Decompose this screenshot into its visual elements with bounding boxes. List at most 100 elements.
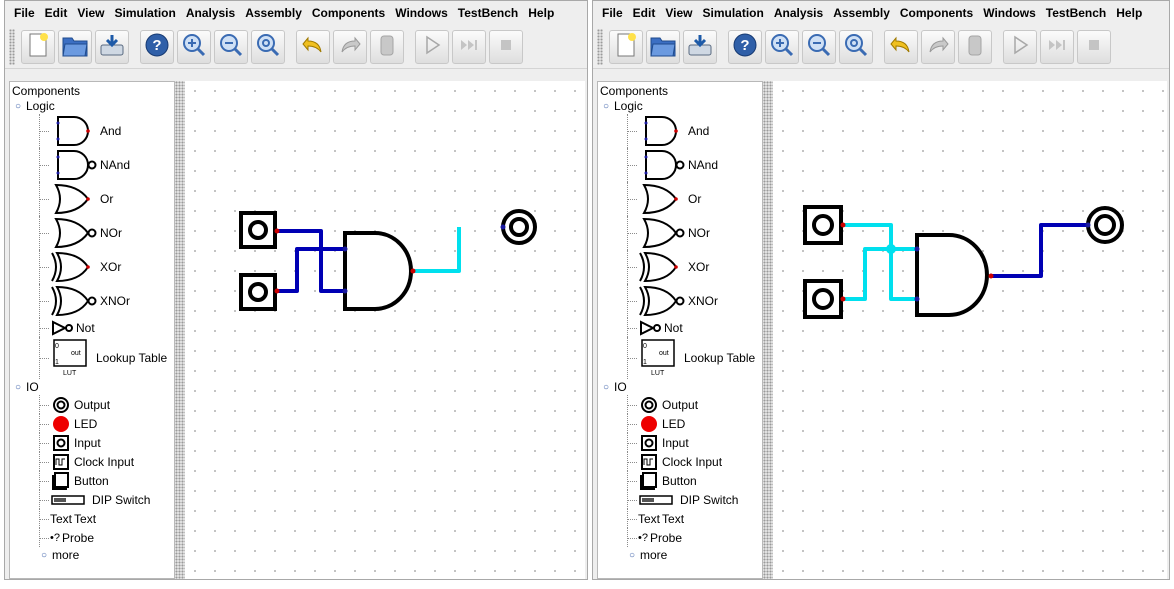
tree-item-nor[interactable]: NOr (598, 216, 762, 250)
output-terminal[interactable] (1085, 206, 1124, 244)
tree-item-xor[interactable]: XOr (598, 250, 762, 284)
collapse-toggle-icon[interactable]: ○ (602, 381, 610, 393)
tree-item-clock-input[interactable]: Clock Input (10, 452, 174, 471)
menu-assembly[interactable]: Assembly (245, 6, 302, 20)
and-gate[interactable] (342, 231, 416, 311)
collapse-toggle-icon[interactable]: ○ (14, 100, 22, 112)
zoom-in-button[interactable] (765, 29, 799, 64)
tree-category-more[interactable]: ○more (10, 547, 174, 563)
open-folder-button[interactable] (646, 29, 680, 64)
tree-item-clock-input[interactable]: Clock Input (598, 452, 762, 471)
collapse-toggle-icon[interactable]: ○ (602, 100, 610, 112)
open-folder-button[interactable] (58, 29, 92, 64)
tree-item-output[interactable]: Output (10, 395, 174, 414)
menu-simulation[interactable]: Simulation (702, 6, 764, 20)
tree-item-not[interactable]: Not (598, 318, 762, 337)
expand-toggle-icon[interactable]: ○ (628, 549, 636, 561)
tree-item-button[interactable]: Button (598, 471, 762, 490)
input-switch-bottom[interactable] (803, 279, 846, 319)
collapse-toggle-icon[interactable]: ○ (14, 381, 22, 393)
menu-help[interactable]: Help (1116, 6, 1143, 20)
zoom-out-button[interactable] (214, 29, 248, 64)
save-button[interactable] (95, 29, 129, 64)
run-button[interactable] (415, 29, 449, 64)
zoom-in-button[interactable] (177, 29, 211, 64)
wire-input-bottom-to-gate[interactable] (843, 247, 915, 301)
tree-category-logic[interactable]: ○Logic (10, 98, 174, 114)
expand-toggle-icon[interactable]: ○ (40, 549, 48, 561)
new-file-button[interactable] (609, 29, 643, 64)
zoom-fit-button[interactable] (839, 29, 873, 64)
split-pane-divider[interactable] (175, 81, 185, 579)
menu-components[interactable]: Components (311, 6, 386, 20)
tree-item-input[interactable]: Input (10, 433, 174, 452)
toolbar-grip[interactable] (9, 28, 15, 65)
tree-item-probe[interactable]: •?Probe (10, 528, 174, 547)
new-file-button[interactable] (21, 29, 55, 64)
tree-item-nand[interactable]: NAnd (598, 148, 762, 182)
menu-analysis[interactable]: Analysis (185, 6, 236, 20)
tree-item-input[interactable]: Input (598, 433, 762, 452)
step-button[interactable] (452, 29, 486, 64)
wire-gate-output[interactable] (991, 223, 1089, 278)
menu-analysis[interactable]: Analysis (773, 6, 824, 20)
help-button[interactable]: ? (728, 29, 762, 64)
tree-category-more[interactable]: ○more (598, 547, 762, 563)
split-pane-divider[interactable] (763, 81, 773, 579)
menu-view[interactable]: View (77, 6, 105, 20)
save-button[interactable] (683, 29, 717, 64)
tree-item-led[interactable]: LED (598, 414, 762, 433)
delete-button[interactable] (958, 29, 992, 64)
input-switch-top[interactable] (803, 205, 846, 245)
menu-help[interactable]: Help (528, 6, 555, 20)
tree-item-output[interactable]: Output (598, 395, 762, 414)
tree-item-dip-switch[interactable]: DIP Switch (598, 490, 762, 509)
wire-input-top-to-gate[interactable] (277, 229, 343, 293)
tree-category-io[interactable]: ○IO (598, 379, 762, 395)
zoom-out-button[interactable] (802, 29, 836, 64)
wire-input-top-to-gate[interactable] (843, 223, 915, 301)
tree-item-or[interactable]: Or (598, 182, 762, 216)
zoom-fit-button[interactable] (251, 29, 285, 64)
menu-file[interactable]: File (602, 6, 623, 20)
menu-file[interactable]: File (14, 6, 35, 20)
menu-view[interactable]: View (665, 6, 693, 20)
menu-assembly[interactable]: Assembly (833, 6, 890, 20)
undo-button[interactable] (884, 29, 918, 64)
redo-button[interactable] (333, 29, 367, 64)
menu-components[interactable]: Components (899, 6, 974, 20)
input-switch-bottom[interactable] (239, 273, 280, 311)
menu-testbench[interactable]: TestBench (457, 6, 519, 20)
tree-category-io[interactable]: ○IO (10, 379, 174, 395)
tree-item-xnor[interactable]: XNOr (10, 284, 174, 318)
help-button[interactable]: ? (140, 29, 174, 64)
run-button[interactable] (1003, 29, 1037, 64)
tree-item-xnor[interactable]: XNOr (598, 284, 762, 318)
menu-windows[interactable]: Windows (395, 6, 448, 20)
input-switch-top[interactable] (239, 211, 280, 249)
tree-category-logic[interactable]: ○Logic (598, 98, 762, 114)
tree-item-or[interactable]: Or (10, 182, 174, 216)
tree-item-dip-switch[interactable]: DIP Switch (10, 490, 174, 509)
and-gate[interactable] (914, 233, 994, 317)
undo-button[interactable] (296, 29, 330, 64)
tree-item-and[interactable]: And (598, 114, 762, 148)
wire-input-bottom-to-gate[interactable] (277, 247, 343, 293)
tree-item-not[interactable]: Not (10, 318, 174, 337)
tree-item-led[interactable]: LED (10, 414, 174, 433)
stop-button[interactable] (1077, 29, 1111, 64)
step-button[interactable] (1040, 29, 1074, 64)
tree-item-nand[interactable]: NAnd (10, 148, 174, 182)
toolbar-grip[interactable] (597, 28, 603, 65)
menu-edit[interactable]: Edit (44, 6, 68, 20)
tree-item-xor[interactable]: XOr (10, 250, 174, 284)
output-terminal[interactable] (500, 209, 537, 245)
menu-testbench[interactable]: TestBench (1045, 6, 1107, 20)
tree-item-nor[interactable]: NOr (10, 216, 174, 250)
